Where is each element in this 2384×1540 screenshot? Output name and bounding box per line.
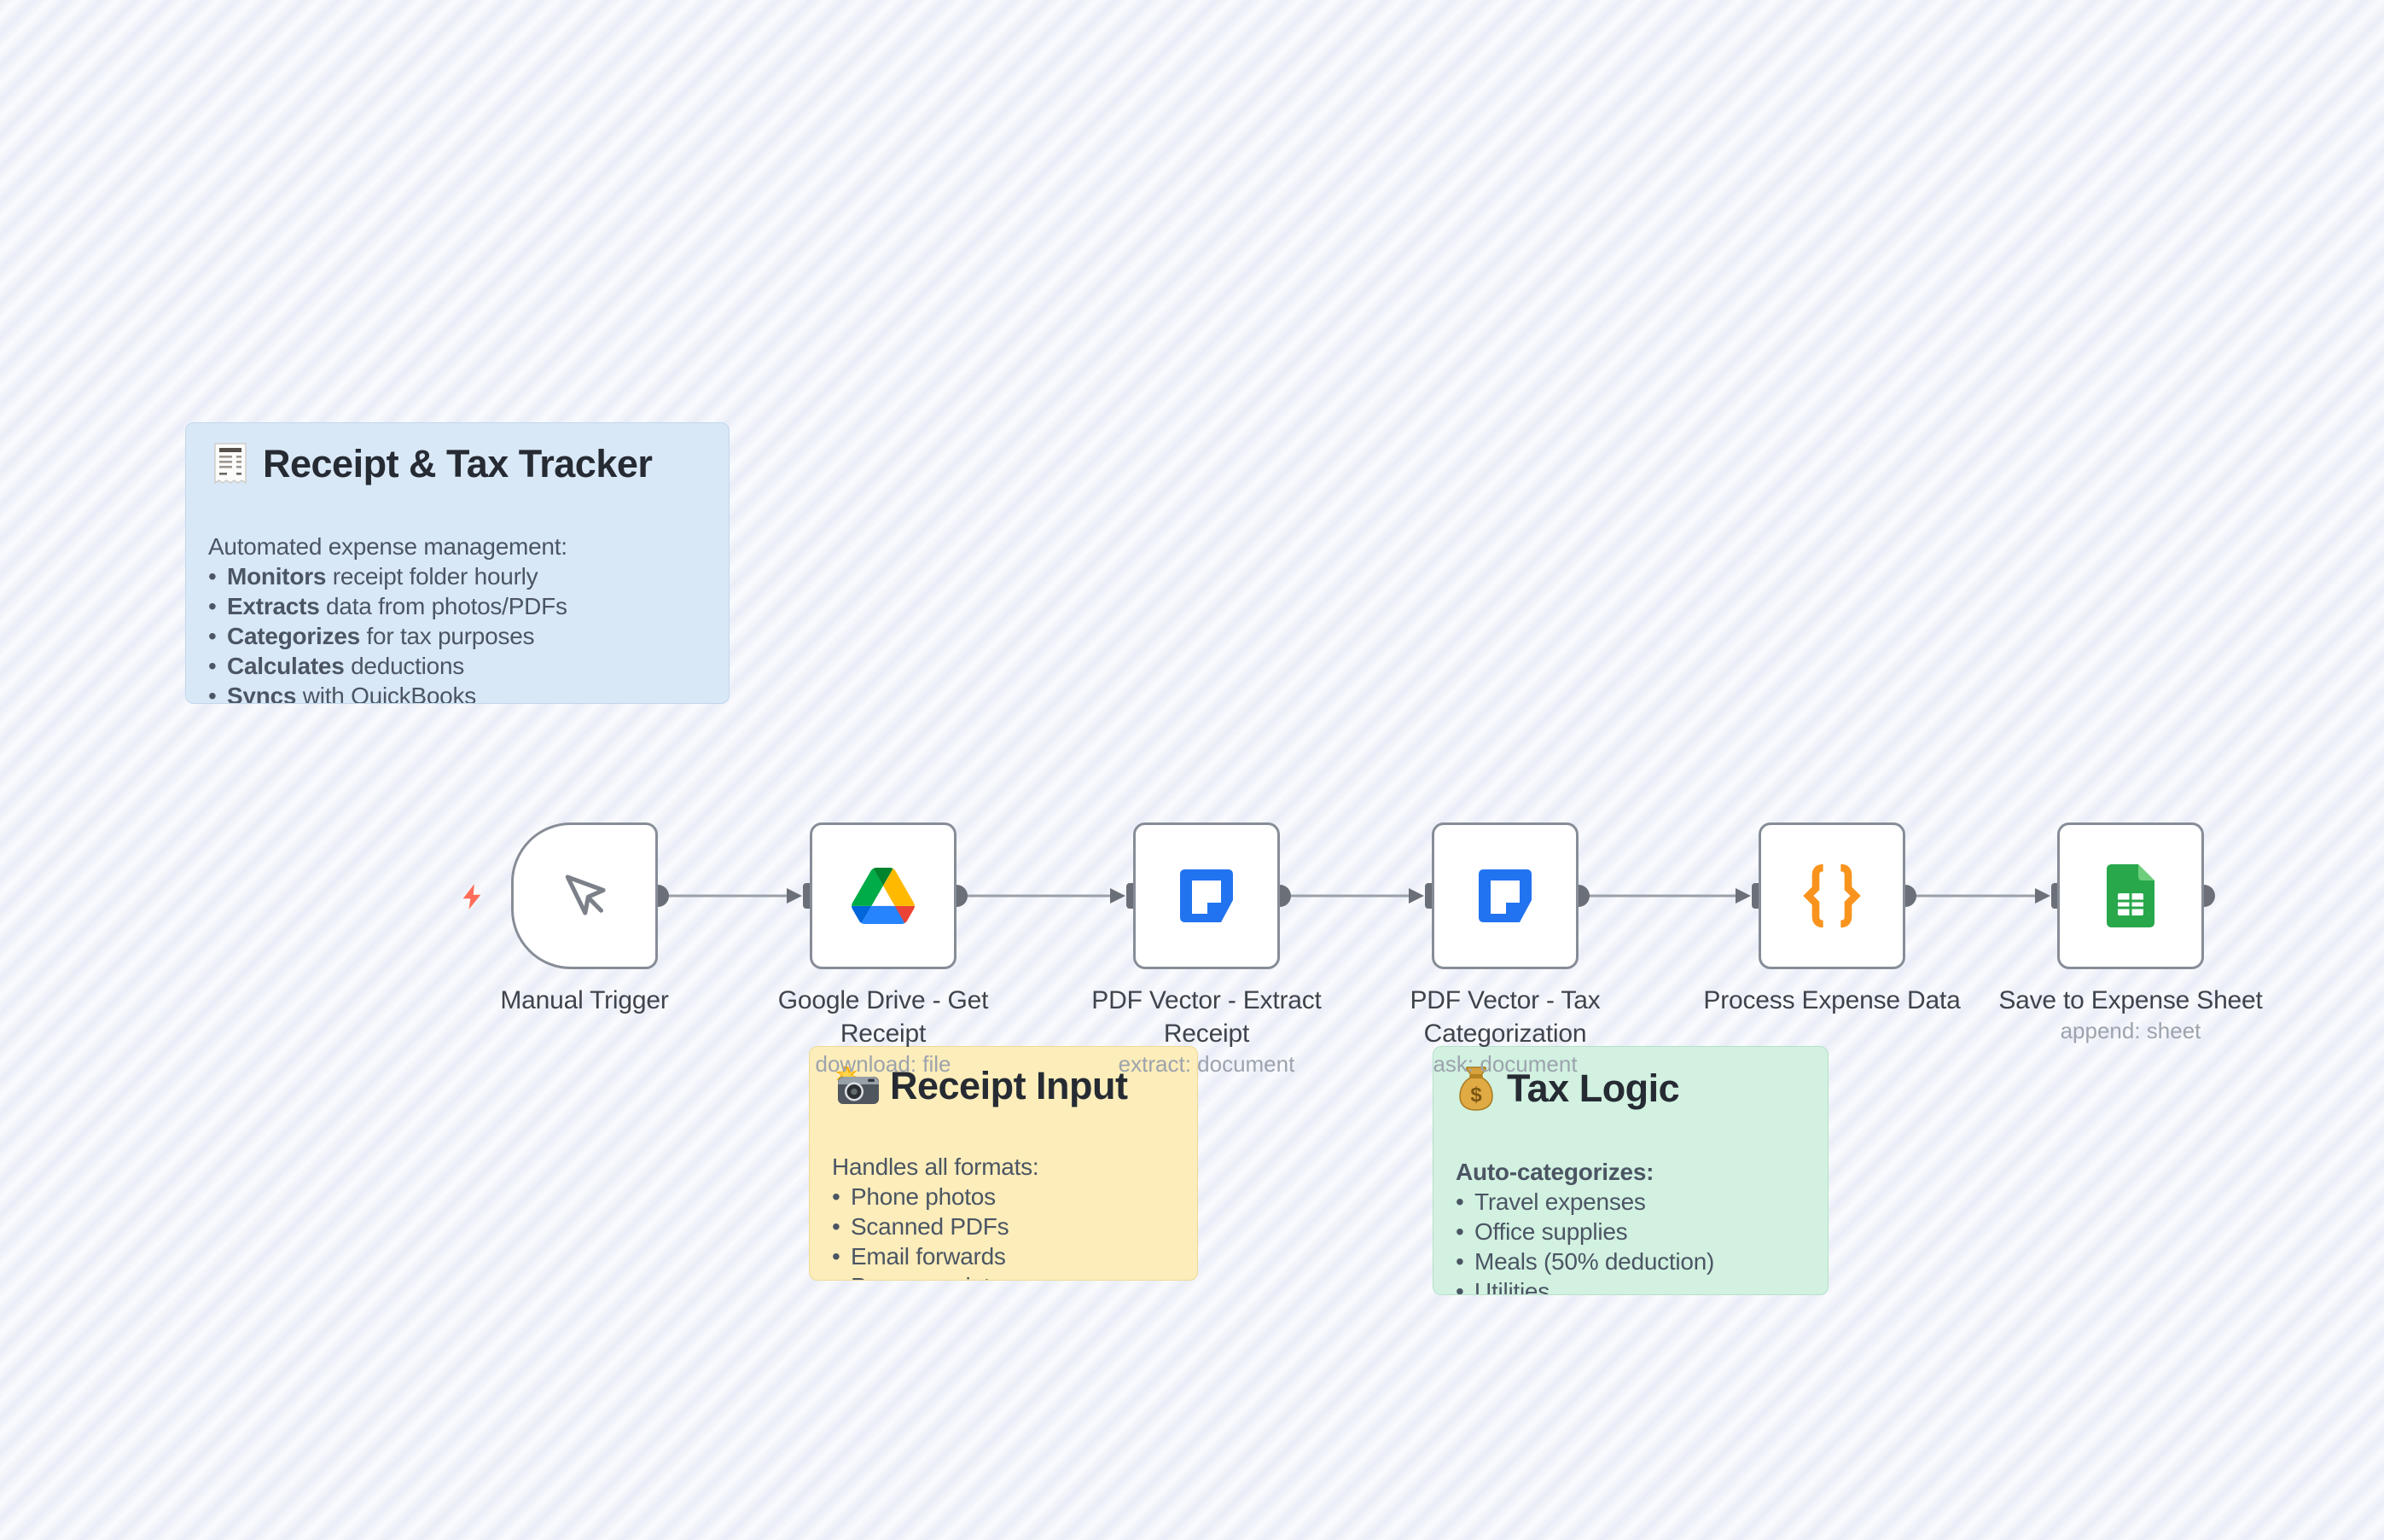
bullet-dot: •	[1456, 1188, 1464, 1215]
bullet-dot: •	[1456, 1218, 1464, 1245]
sticky-note-intro: Automated expense management:	[208, 533, 567, 560]
list-item: •Categorizes for tax purposes	[208, 623, 535, 649]
list-item: •Office supplies	[1456, 1218, 1628, 1245]
node-label-save-expense-sheet: Save to Expense Sheet append: sheet	[1892, 984, 2369, 1044]
node-subtitle: append: sheet	[2060, 1018, 2201, 1043]
sticky-note-body: Handles all formats: •Phone photos •Scan…	[810, 1152, 1197, 1280]
sticky-note-title-row: Receipt & Tax Tracker	[186, 423, 729, 485]
list-item: •Monitors receipt folder hourly	[208, 563, 538, 590]
node-pdf-vector-extract-receipt[interactable]	[1133, 822, 1280, 969]
list-item: •Phone photos	[832, 1183, 996, 1210]
node-label-line: PDF Vector - Extract	[1091, 986, 1322, 1014]
svg-text:$: $	[1470, 1084, 1482, 1107]
node-label-line: PDF Vector - Tax	[1410, 986, 1601, 1014]
sticky-note-receipt-tax-tracker[interactable]: Receipt & Tax Tracker Automated expense …	[185, 422, 730, 704]
node-label-process-expense: Process Expense Data	[1593, 984, 2071, 1017]
node-subtitle: download: file	[815, 1051, 951, 1077]
list-item: •Meals (50% deduction)	[1456, 1248, 1715, 1275]
node-google-drive-get-receipt[interactable]	[810, 822, 957, 969]
pdf-vector-icon	[1479, 869, 1532, 922]
list-item: •Scanned PDFs	[832, 1213, 1009, 1240]
sticky-note-list: •Phone photos •Scanned PDFs •Email forwa…	[832, 1182, 1175, 1280]
node-subtitle: ask: document	[1433, 1051, 1578, 1077]
pdf-vector-icon	[1180, 869, 1233, 922]
bullet-dot: •	[832, 1271, 851, 1280]
sticky-note-body: Auto-categorizes: •Travel expenses •Offi…	[1433, 1157, 1828, 1295]
list-item: •Utilities	[1456, 1276, 1805, 1295]
node-subtitle: extract: document	[1118, 1051, 1295, 1077]
node-process-expense-data[interactable]	[1759, 822, 1905, 969]
bullet-dot: •	[208, 653, 217, 679]
sticky-note-title: Tax Logic	[1507, 1066, 1680, 1110]
code-braces-icon	[1803, 863, 1861, 928]
node-label-line: Google Drive - Get	[777, 986, 989, 1014]
google-drive-icon	[852, 868, 915, 924]
bullet-dot: •	[1456, 1248, 1464, 1275]
trigger-bolt-icon	[462, 884, 481, 909]
node-label-pdf-vector-extract: PDF Vector - Extract Receipt extract: do…	[968, 984, 1445, 1078]
list-item: •Travel expenses	[1456, 1188, 1646, 1215]
list-item: •Email forwards	[832, 1243, 1006, 1270]
sticky-note-title-row: $ Tax Logic	[1433, 1047, 1828, 1111]
camera-flash-icon	[835, 1066, 879, 1104]
node-label-line: Manual Trigger	[500, 986, 669, 1014]
node-label-manual-trigger: Manual Trigger	[346, 984, 823, 1017]
node-label-line: Categorization	[1423, 1020, 1587, 1048]
bullet-dot: •	[208, 593, 217, 619]
sticky-note-title: Receipt Input	[890, 1064, 1128, 1107]
receipt-icon	[214, 443, 247, 485]
sticky-note-title-row: Receipt Input	[810, 1047, 1197, 1106]
bullet-dot: •	[832, 1243, 840, 1270]
list-item: •Paper receipts	[832, 1271, 1175, 1280]
sticky-note-receipt-input[interactable]: Receipt Input Handles all formats: •Phon…	[809, 1046, 1198, 1281]
google-sheets-icon	[2107, 864, 2154, 927]
node-label-line: Save to Expense Sheet	[1998, 986, 2263, 1014]
sticky-note-list: •Travel expenses •Office supplies •Meals…	[1456, 1187, 1805, 1295]
node-label-line: Receipt	[1163, 1020, 1250, 1048]
sticky-note-list: •Monitors receipt folder hourly •Extract…	[208, 561, 706, 704]
node-pdf-vector-tax-categorization[interactable]	[1432, 822, 1579, 969]
sticky-note-intro: Handles all formats:	[832, 1154, 1039, 1180]
cursor-icon	[565, 875, 606, 915]
node-label-pdf-vector-tax: PDF Vector - Tax Categorization ask: doc…	[1266, 984, 1744, 1078]
sticky-note-tax-logic[interactable]: $ Tax Logic Auto-categorizes: •Travel ex…	[1433, 1046, 1829, 1295]
list-item: •Syncs with QuickBooks	[208, 681, 706, 704]
bullet-dot: •	[208, 563, 217, 590]
bullet-dot: •	[1456, 1278, 1464, 1295]
bullet-dot: •	[208, 623, 217, 649]
bullet-dot: •	[832, 1183, 840, 1210]
node-save-to-expense-sheet[interactable]	[2057, 822, 2204, 969]
sticky-note-body: Automated expense management: •Monitors …	[186, 532, 729, 704]
list-item: •Calculates deductions	[208, 653, 465, 679]
bullet-dot: •	[208, 683, 217, 704]
sticky-note-intro: Auto-categorizes:	[1456, 1159, 1654, 1185]
node-manual-trigger[interactable]	[511, 822, 658, 969]
node-label-google-drive: Google Drive - Get Receipt download: fil…	[644, 984, 1122, 1078]
money-bag-icon: $	[1459, 1066, 1493, 1111]
list-item: •Extracts data from photos/PDFs	[208, 593, 567, 619]
node-label-line: Receipt	[840, 1020, 927, 1048]
sticky-note-title: Receipt & Tax Tracker	[263, 442, 653, 485]
node-label-line: Process Expense Data	[1703, 986, 1961, 1014]
bullet-dot: •	[832, 1213, 840, 1240]
